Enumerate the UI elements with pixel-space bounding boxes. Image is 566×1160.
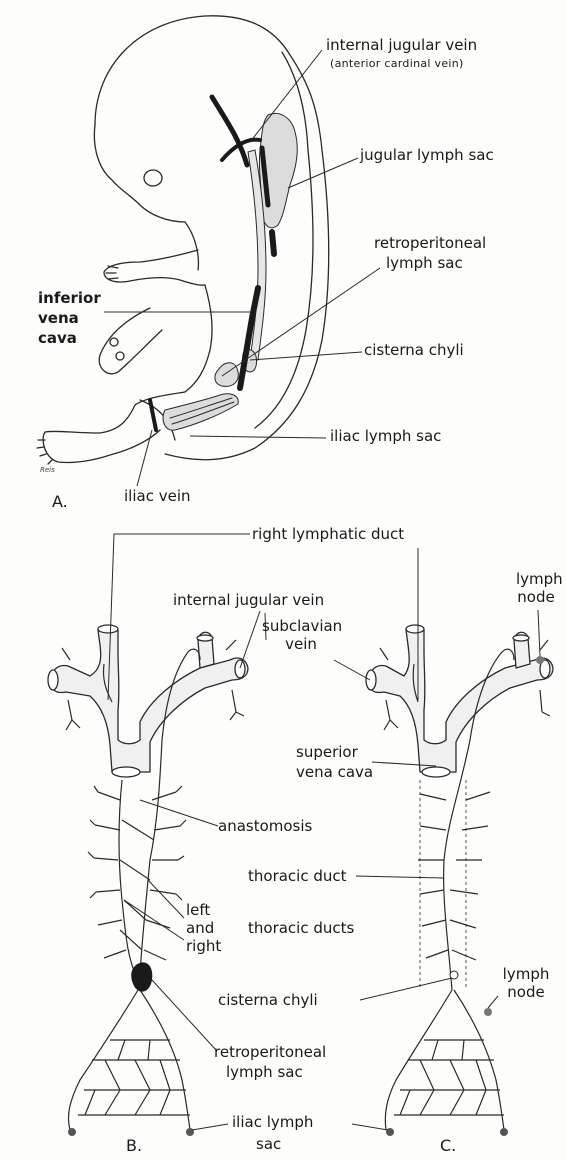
b-right-duct <box>119 780 138 980</box>
label-lymph-node-bottom-line2: node <box>496 984 556 1001</box>
b-right-subclavian-end <box>48 670 58 690</box>
embryo-neck <box>185 222 198 270</box>
b-left-subclavian-end <box>235 660 245 678</box>
label-internal-jugular-vein-b: internal jugular vein <box>173 592 324 609</box>
c-iliac-sac-right <box>500 1128 508 1136</box>
label-iliac-lymph-line1: iliac lymph <box>232 1114 313 1131</box>
label-inferior-vena-cava-line3: cava <box>38 330 77 347</box>
label-thoracic-duct: thoracic duct <box>248 868 347 885</box>
label-anterior-cardinal-vein: (anterior cardinal vein) <box>330 57 464 70</box>
label-and: and <box>186 920 214 937</box>
label-lymph-node-top-line2: node <box>516 589 556 606</box>
c-thoracic-duct <box>444 649 514 990</box>
leader-subclavian-b <box>240 611 260 668</box>
c-jugular-top-right <box>406 625 424 633</box>
leader-cisterna-chyli <box>250 352 362 360</box>
panel-c-veins <box>366 625 553 777</box>
label-lymph-node-top-line1: lymph <box>516 571 556 588</box>
b-lower-plexus <box>68 990 190 1130</box>
leader-iliac-lymph-c <box>352 1124 388 1130</box>
c-right-subclavian-end <box>366 670 376 690</box>
label-iliac-vein: iliac vein <box>124 488 191 505</box>
panel-label-a: A. <box>52 492 68 511</box>
panel-label-c: C. <box>440 1136 456 1155</box>
b-branch-ticks <box>88 786 186 900</box>
leader-iliac-lymph-b <box>192 1124 228 1130</box>
cardinal-vein-mid <box>272 232 274 254</box>
label-left: left <box>186 902 210 919</box>
label-anastomosis: anastomosis <box>218 818 312 835</box>
iliac-vein-line <box>150 400 156 430</box>
label-retroperitoneal-a-line1: retroperitoneal <box>374 235 486 252</box>
b-lower-plexus-mesh <box>85 1040 170 1115</box>
c-lymph-node-bottom <box>484 1008 492 1016</box>
label-cisterna-chyli-a: cisterna chyli <box>364 342 464 359</box>
embryo-cord-vessel <box>110 338 118 346</box>
embryo-arm <box>104 250 205 285</box>
label-subclavian-line1: subclavian <box>262 618 340 635</box>
embryo-toes <box>37 440 52 464</box>
embryo-drawing <box>37 16 329 464</box>
label-internal-jugular-vein-a: internal jugular vein <box>326 37 477 54</box>
panel-b-veins <box>48 625 248 777</box>
leader-iliac-vein <box>137 430 152 486</box>
label-lymph-node-bottom-line1: lymph <box>496 966 556 983</box>
leader-lymph-node-top <box>538 610 540 656</box>
leader-iliac-lymph-sac <box>190 436 326 438</box>
panel-label-b: B. <box>126 1136 142 1155</box>
label-retroperitoneal-a-line2: lymph sac <box>386 255 463 272</box>
c-lymph-node-top <box>536 656 544 664</box>
label-retroperitoneal-b-line1: retroperitoneal <box>214 1044 326 1061</box>
c-side-branches <box>418 792 490 960</box>
embryo-cord-vessel <box>116 352 124 360</box>
leader-anastomosis <box>140 800 218 826</box>
embryo-outline <box>95 16 329 460</box>
embryo-veins <box>150 97 274 430</box>
leader-left-right-ducts <box>124 880 184 940</box>
label-subclavian-line2: vein <box>262 636 340 653</box>
label-iliac-lymph-line2: sac <box>256 1136 281 1153</box>
label-superior-vena-cava-line2: vena cava <box>296 764 373 781</box>
label-superior-vena-cava-line1: superior <box>296 744 358 761</box>
panel-a-leaders <box>104 50 380 486</box>
leader-subclavian-c <box>334 660 370 680</box>
label-inferior-vena-cava-line1: inferior <box>38 290 101 307</box>
b-right-vein-system <box>50 626 248 773</box>
b-jugular-top-left <box>197 635 213 641</box>
embryo-belly <box>185 285 212 392</box>
label-inferior-vena-cava-line2: vena <box>38 310 79 327</box>
label-right-lymphatic-duct: right lymphatic duct <box>252 526 404 543</box>
b-svc-opening <box>112 767 140 777</box>
b-iliac-sac-right <box>186 1128 194 1136</box>
embryo-leg <box>43 392 185 463</box>
c-svc-opening <box>422 767 450 777</box>
artist-signature: Reis <box>40 466 55 474</box>
label-thoracic-ducts: thoracic ducts <box>248 920 354 937</box>
leader-thoracic-duct <box>356 876 444 878</box>
b-jugular-top-right <box>98 625 118 633</box>
b-cisterna-chyli-shape <box>131 962 152 991</box>
label-retroperitoneal-b-line2: lymph sac <box>226 1064 303 1081</box>
embryo-eye <box>144 170 162 186</box>
c-dashed-guides <box>420 780 466 990</box>
retroperitoneal-sac-shape <box>215 363 238 387</box>
leader-retroperitoneal <box>222 268 380 376</box>
label-cisterna-chyli-b: cisterna chyli <box>218 992 318 1009</box>
c-iliac-sac-left <box>386 1128 394 1136</box>
leader-cisterna-chyli-c <box>360 978 452 1000</box>
b-side-branches <box>94 792 180 960</box>
embryo-face <box>94 125 185 222</box>
c-jugular-top-left <box>513 635 529 641</box>
embryo-cord <box>99 308 162 374</box>
label-iliac-lymph-sac-a: iliac lymph sac <box>330 428 441 445</box>
c-lower-plexus-mesh <box>400 1040 486 1115</box>
label-jugular-lymph-sac: jugular lymph sac <box>360 147 494 164</box>
label-right: right <box>186 938 221 955</box>
b-iliac-sac-left <box>68 1128 76 1136</box>
